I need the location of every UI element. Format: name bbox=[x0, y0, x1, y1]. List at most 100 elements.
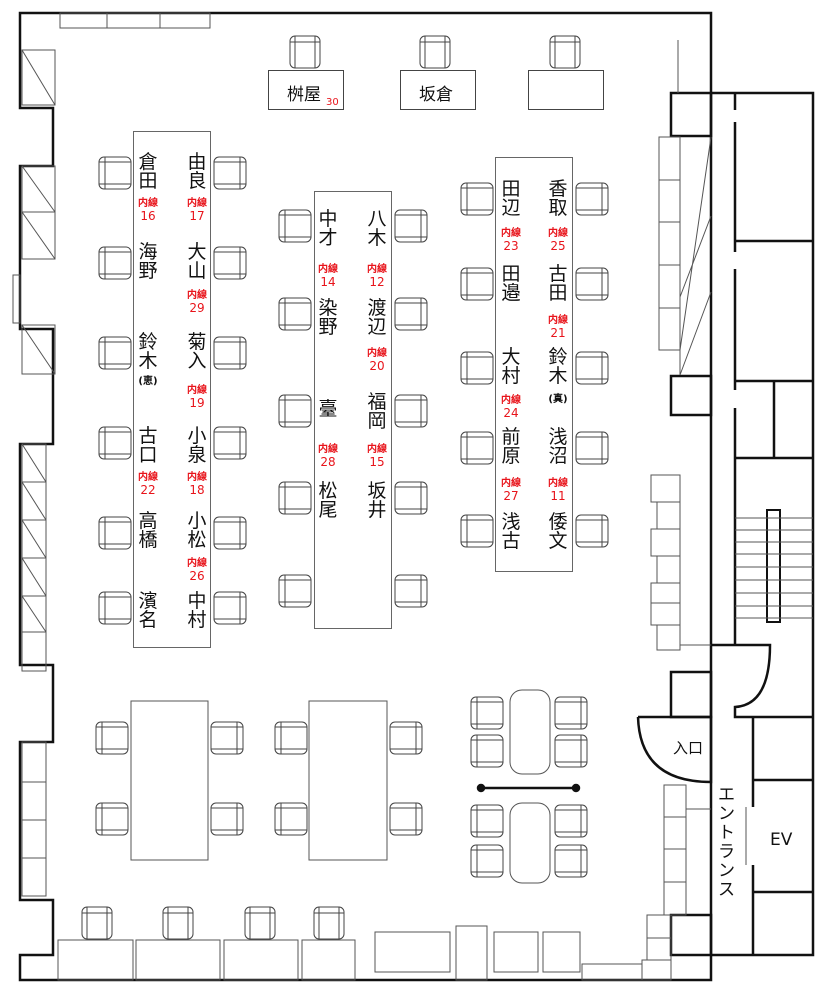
extension-label: 内線 bbox=[367, 444, 387, 455]
chair bbox=[460, 351, 494, 385]
seat-name: 田邉 bbox=[501, 263, 521, 304]
chair bbox=[470, 734, 504, 768]
extension-label: 内線 bbox=[501, 228, 521, 239]
extension-label: 内線 bbox=[318, 264, 338, 275]
extension-label: 内線 bbox=[367, 348, 387, 359]
seat-name: 渡辺 bbox=[367, 297, 387, 338]
extension-value: 29 bbox=[189, 301, 205, 315]
extension-label: 内線 bbox=[501, 478, 521, 489]
chair bbox=[98, 246, 132, 280]
seat-name: 由良 bbox=[187, 151, 207, 192]
chair bbox=[460, 431, 494, 465]
seat-name: 福岡 bbox=[367, 391, 387, 432]
seat-name: 坂井 bbox=[367, 480, 387, 521]
seat-name: 小松 bbox=[187, 510, 207, 551]
seat-name: 大山 bbox=[187, 241, 207, 282]
chair bbox=[289, 35, 321, 69]
chair bbox=[394, 481, 428, 515]
chair bbox=[460, 514, 494, 548]
extension-label: 内線 bbox=[548, 315, 568, 326]
seat-name: 鈴木 bbox=[548, 346, 568, 387]
chair bbox=[575, 182, 609, 216]
extension-value: 11 bbox=[550, 489, 566, 503]
entrance-hall-label: エントランス bbox=[718, 785, 735, 900]
chair bbox=[162, 906, 194, 940]
extension-label: 内線 bbox=[187, 198, 207, 209]
seat-name: 松尾 bbox=[318, 480, 338, 521]
chair bbox=[419, 35, 451, 69]
extension-label: 内線 bbox=[367, 264, 387, 275]
seat-name: 倭文 bbox=[548, 511, 568, 552]
seat-name: 古田 bbox=[548, 263, 568, 304]
chair bbox=[278, 574, 312, 608]
seat-note: (真) bbox=[548, 394, 568, 405]
seat-note: (恵) bbox=[138, 376, 158, 387]
extension-value: 25 bbox=[550, 239, 566, 253]
extension-label: 内線 bbox=[548, 228, 568, 239]
chair bbox=[554, 734, 588, 768]
extension-value: 23 bbox=[503, 239, 519, 253]
room-masuya-label: 桝屋 bbox=[287, 85, 321, 105]
chair bbox=[244, 906, 276, 940]
chair bbox=[278, 394, 312, 428]
seat-name: 海野 bbox=[138, 241, 158, 282]
seat-name: 八木 bbox=[367, 208, 387, 249]
seat-name: 古口 bbox=[138, 425, 158, 466]
chair bbox=[460, 267, 494, 301]
elevator-label: EV bbox=[770, 830, 793, 850]
extension-label: 内線 bbox=[138, 472, 158, 483]
seat-name: 浅古 bbox=[501, 511, 521, 552]
chair bbox=[278, 481, 312, 515]
extension-value: 16 bbox=[140, 209, 156, 223]
chair bbox=[213, 516, 247, 550]
chair bbox=[470, 844, 504, 878]
room-empty bbox=[528, 70, 604, 110]
chair bbox=[575, 267, 609, 301]
chair bbox=[210, 802, 244, 836]
chair bbox=[278, 297, 312, 331]
extension-label: 内線 bbox=[187, 385, 207, 396]
extension-value: 15 bbox=[369, 455, 385, 469]
chair bbox=[470, 804, 504, 838]
chair bbox=[274, 802, 308, 836]
seat-name: 香取 bbox=[548, 178, 568, 219]
chair bbox=[95, 721, 129, 755]
seat-name: 浅沼 bbox=[548, 426, 568, 467]
extension-value: 17 bbox=[189, 209, 205, 223]
chair bbox=[98, 591, 132, 625]
chair bbox=[213, 591, 247, 625]
extension-label: 内線 bbox=[187, 472, 207, 483]
seat-name: 前原 bbox=[501, 426, 521, 467]
extension-label: 内線 bbox=[318, 444, 338, 455]
chair bbox=[554, 696, 588, 730]
chair bbox=[389, 721, 423, 755]
chair bbox=[210, 721, 244, 755]
extension-value: 27 bbox=[503, 489, 519, 503]
room-masuya-ext: 30 bbox=[326, 97, 339, 108]
entrance-door-label: 入口 bbox=[673, 739, 704, 757]
seat-name: 鈴木 bbox=[138, 331, 158, 372]
chair bbox=[554, 844, 588, 878]
chair bbox=[98, 426, 132, 460]
chair bbox=[549, 35, 581, 69]
extension-value: 28 bbox=[320, 455, 336, 469]
chair bbox=[213, 336, 247, 370]
right-desk bbox=[495, 157, 573, 572]
room-sakakura: 坂倉 bbox=[400, 70, 476, 110]
chair bbox=[98, 156, 132, 190]
seat-name: 高橋 bbox=[138, 510, 158, 551]
extension-label: 内線 bbox=[501, 395, 521, 406]
